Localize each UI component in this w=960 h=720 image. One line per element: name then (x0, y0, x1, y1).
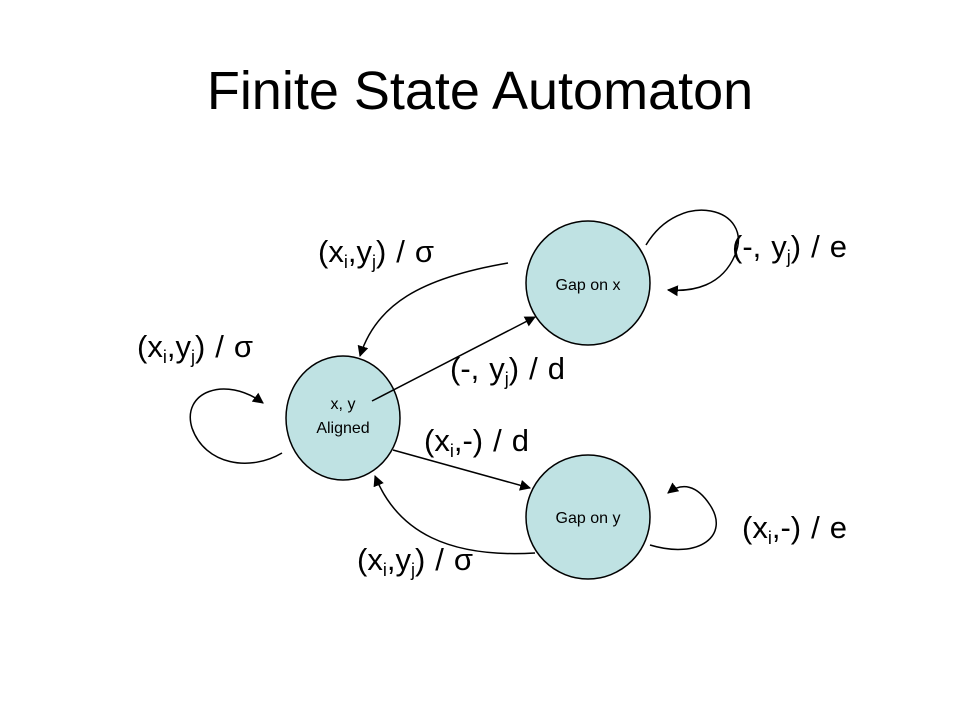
state-aligned-circle (285, 355, 401, 481)
self-loop-gap-x-arrow (645, 209, 739, 297)
edge-label-gap-y-to-aligned: (xi,yj)/σ (357, 542, 474, 580)
edge-label-gap-y-self-loop: (xi,-)/e (742, 510, 847, 548)
edge-label-aligned-to-gap-y: (xi,-)/d (424, 423, 529, 461)
edge-label-aligned-self-loop: (xi,yj)/σ (137, 329, 254, 367)
state-aligned-line1: x, y (330, 396, 356, 413)
edge-label-gap-x-self-loop: (-,yj)/e (732, 229, 847, 267)
state-gap-y-circle (525, 454, 651, 580)
state-aligned-line2: Aligned (316, 420, 370, 437)
state-aligned-label: x, y Aligned (286, 393, 400, 441)
edge-label-gap-x-to-aligned: (xi,yj)/σ (318, 234, 435, 272)
edge-label-aligned-to-gap-x: (-,yj)/d (450, 351, 565, 389)
gap-x-to-aligned-arrow (357, 262, 509, 358)
state-gap-y-label: Gap on y (555, 510, 621, 527)
slide-title: Finite State Automaton (206, 61, 754, 121)
self-loop-gap-y-arrow (649, 482, 717, 551)
state-gap-x-circle (525, 220, 651, 346)
self-loop-aligned-arrow (189, 388, 283, 464)
state-gap-x-label: Gap on x (555, 277, 621, 294)
aligned-to-gap-x-arrow (371, 316, 536, 402)
gap-y-to-aligned-arrow (373, 474, 536, 555)
aligned-to-gap-y-arrow (392, 449, 532, 491)
